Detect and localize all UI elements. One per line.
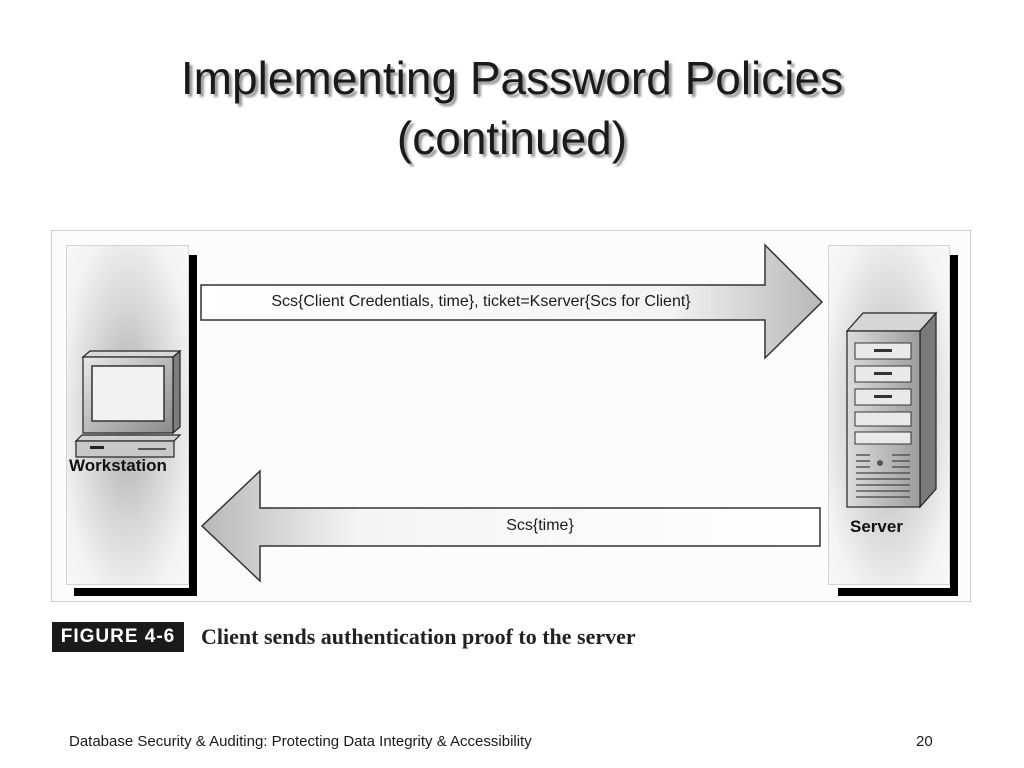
request-arrow bbox=[200, 243, 824, 360]
workstation-panel-shadow bbox=[189, 255, 197, 595]
slide-title-line2: (continued) bbox=[396, 112, 628, 164]
figure-number-tag: FIGURE 4-6 bbox=[52, 622, 184, 652]
desktop-computer-icon bbox=[74, 349, 182, 458]
page-number: 20 bbox=[916, 733, 933, 750]
tower-server-icon bbox=[845, 311, 938, 509]
workstation-panel-shadow-bottom bbox=[74, 588, 197, 596]
footer-course-title: Database Security & Auditing: Protecting… bbox=[69, 733, 532, 750]
diagram-graphics bbox=[74, 243, 938, 583]
workstation-label: Workstation bbox=[69, 456, 167, 475]
request-arrow-label: Scs{Client Credentials, time}, ticket=Ks… bbox=[271, 293, 691, 310]
figure-diagram: Scs{Client Credentials, time}, ticket=Ks… bbox=[51, 230, 971, 602]
server-panel-shadow bbox=[950, 255, 958, 595]
slide-title-line1: Implementing Password Policies bbox=[180, 52, 844, 104]
figure-caption: Client sends authentication proof to the… bbox=[201, 624, 636, 649]
server-label: Server bbox=[850, 517, 903, 536]
response-arrow bbox=[200, 469, 821, 583]
slide-title: Implementing Password Policies (continue… bbox=[0, 48, 1024, 168]
response-arrow-label: Scs{time} bbox=[506, 517, 574, 534]
server-panel-shadow-bottom bbox=[838, 588, 958, 596]
